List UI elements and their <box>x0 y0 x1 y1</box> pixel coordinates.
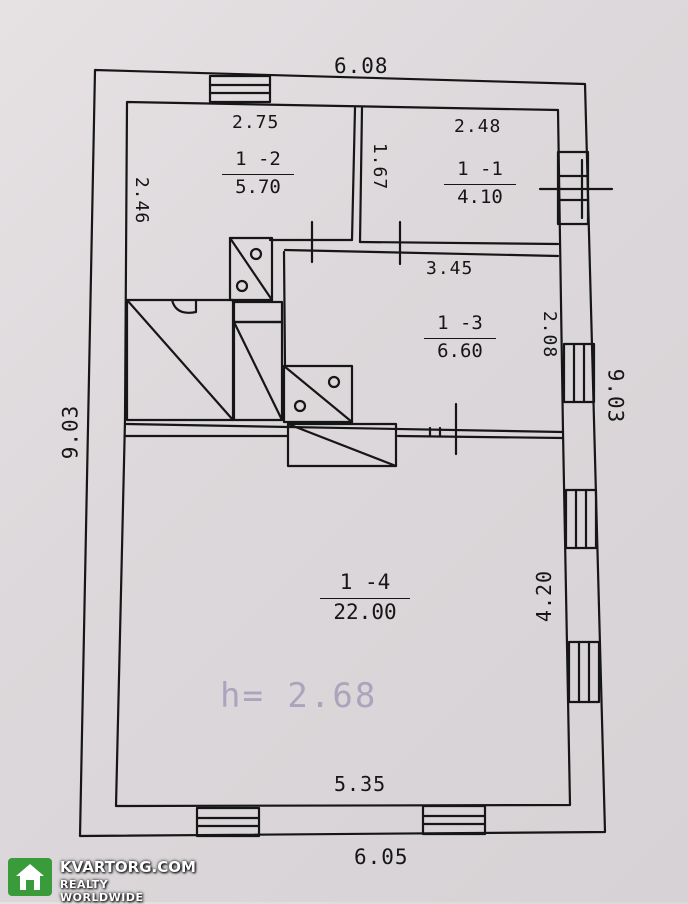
dim-room-1-2-width: 2.75 <box>232 112 280 133</box>
logo-tagline: REALTY WORLDWIDE <box>60 878 144 904</box>
room-1-4-area: 22.00 <box>320 598 410 624</box>
dim-room-1-1-width: 2.48 <box>454 116 502 137</box>
outer-wall-outline <box>78 68 607 838</box>
logo-brand: KVARTORG.COM <box>60 858 196 876</box>
house-icon <box>8 858 52 896</box>
dim-room-1-3-height: 2.08 <box>539 310 561 359</box>
dim-outer-bottom: 6.05 <box>354 845 409 869</box>
dim-outer-right: 9.03 <box>603 368 628 424</box>
window-right-3 <box>564 488 598 550</box>
stove-upper <box>228 236 274 302</box>
hearth <box>286 422 398 468</box>
dim-room-1-2-height: 2.46 <box>131 176 153 225</box>
room-1-1-area: 4.10 <box>444 184 516 208</box>
stairs <box>125 298 284 422</box>
inner-wall-outline <box>114 100 572 808</box>
window-right-4 <box>567 640 601 704</box>
room-1-3-area: 6.60 <box>424 338 496 362</box>
room-1-2-area: 5.70 <box>222 174 294 198</box>
room-1-1-id: 1 -1 <box>457 158 503 180</box>
room-1-2-id: 1 -2 <box>235 148 281 170</box>
dim-room-1-3-width: 3.45 <box>426 258 474 279</box>
window-bottom-right <box>421 804 487 836</box>
window-bottom-left <box>195 806 261 838</box>
partition-upper-horizontal <box>268 238 560 258</box>
ceiling-height-note: h= 2.68 <box>220 676 378 716</box>
dim-room-1-4-width: 5.35 <box>334 772 387 796</box>
window-right-2 <box>562 342 596 404</box>
partition-1-2-1-1 <box>350 106 364 244</box>
room-1-4-id: 1 -4 <box>339 570 391 594</box>
dim-outer-left: 9.03 <box>58 404 83 460</box>
dim-room-1-4-height: 4.20 <box>532 569 557 623</box>
dim-outer-top: 6.08 <box>334 54 389 78</box>
room-1-3-id: 1 -3 <box>437 312 483 334</box>
stove-lower <box>282 364 354 424</box>
partition-lower-horizontal <box>123 422 565 440</box>
dim-room-1-1-height: 1.67 <box>369 142 391 191</box>
window-top <box>208 74 272 104</box>
kvartorg-logo: KVARTORG.COM REALTY WORLDWIDE <box>8 858 196 904</box>
